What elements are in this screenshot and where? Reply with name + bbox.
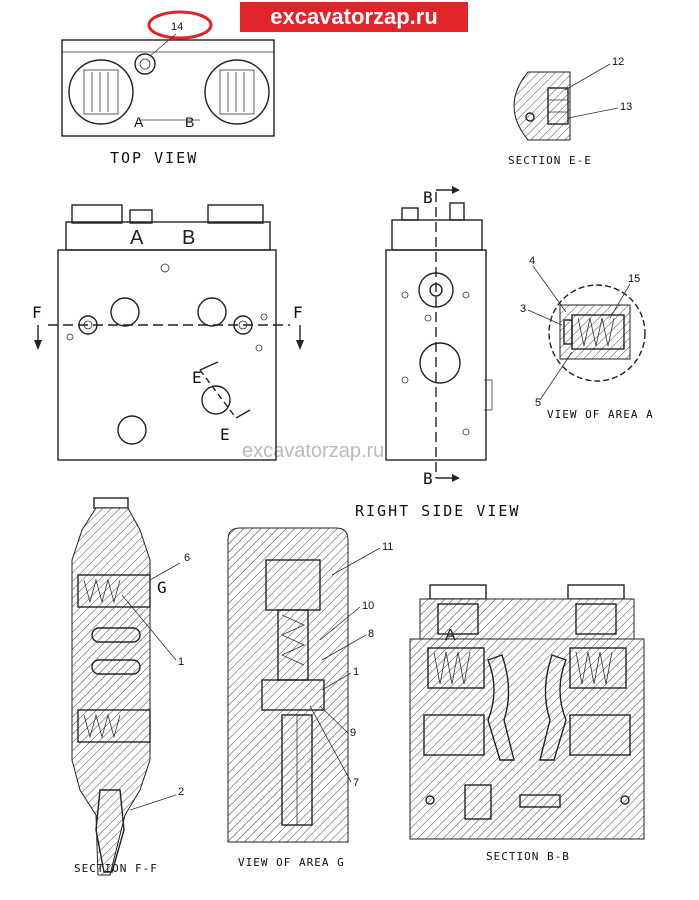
- callout-7: 7: [353, 777, 359, 789]
- callout-1-area-g: 1: [353, 666, 359, 678]
- callout-9: 9: [350, 727, 356, 739]
- section-marker-f-left: F: [32, 303, 42, 322]
- port-label-b-top: B: [185, 114, 194, 130]
- watermark: excavatorzap.ru: [242, 440, 385, 462]
- callout-10: 10: [362, 600, 374, 612]
- callout-1-section-ff: 1: [178, 656, 184, 668]
- callout-14: 14: [171, 21, 183, 33]
- section-marker-b-lower: B: [423, 469, 433, 488]
- callout-2: 2: [178, 786, 184, 798]
- view-title-section-bb: SECTION B-B: [486, 850, 570, 863]
- section-ff: [71, 497, 151, 876]
- section-marker-b-upper: B: [423, 188, 433, 207]
- right-side-view: [385, 186, 493, 482]
- port-label-b-front: B: [182, 227, 195, 249]
- callout-4: 4: [529, 255, 535, 267]
- callout-3: 3: [520, 303, 526, 315]
- section-bb: [409, 584, 645, 840]
- port-label-a-front: A: [130, 227, 144, 249]
- callout-15: 15: [628, 273, 640, 285]
- callout-6: 6: [184, 552, 190, 564]
- highlight-circle-14: [147, 10, 213, 40]
- view-title-section-ee: SECTION E-E: [508, 154, 592, 167]
- view-area-g: [227, 527, 349, 843]
- detail-marker-g: G: [157, 578, 167, 597]
- front-view: [34, 204, 304, 461]
- callout-11: 11: [382, 541, 393, 553]
- detail-marker-a-section: A: [445, 627, 456, 644]
- section-marker-e-upper: E: [192, 368, 202, 387]
- section-ee: [513, 71, 571, 141]
- view-title-area-a: VIEW OF AREA A: [547, 408, 654, 421]
- port-label-a-top: A: [134, 114, 144, 130]
- callout-12: 12: [612, 56, 624, 68]
- view-title-right-side: RIGHT SIDE VIEW: [355, 502, 520, 520]
- view-title-area-g: VIEW OF AREA G: [238, 856, 345, 869]
- view-title-top: TOP VIEW: [110, 149, 198, 167]
- callout-13: 13: [620, 101, 632, 113]
- section-marker-f-right: F: [293, 303, 303, 322]
- view-title-section-ff: SECTION F-F: [74, 862, 158, 875]
- view-area-a: [548, 284, 646, 382]
- site-banner: excavatorzap.ru: [240, 2, 468, 32]
- top-view: [61, 39, 275, 137]
- callout-8: 8: [368, 628, 374, 640]
- callout-5: 5: [535, 397, 541, 409]
- section-marker-e-lower: E: [220, 425, 230, 444]
